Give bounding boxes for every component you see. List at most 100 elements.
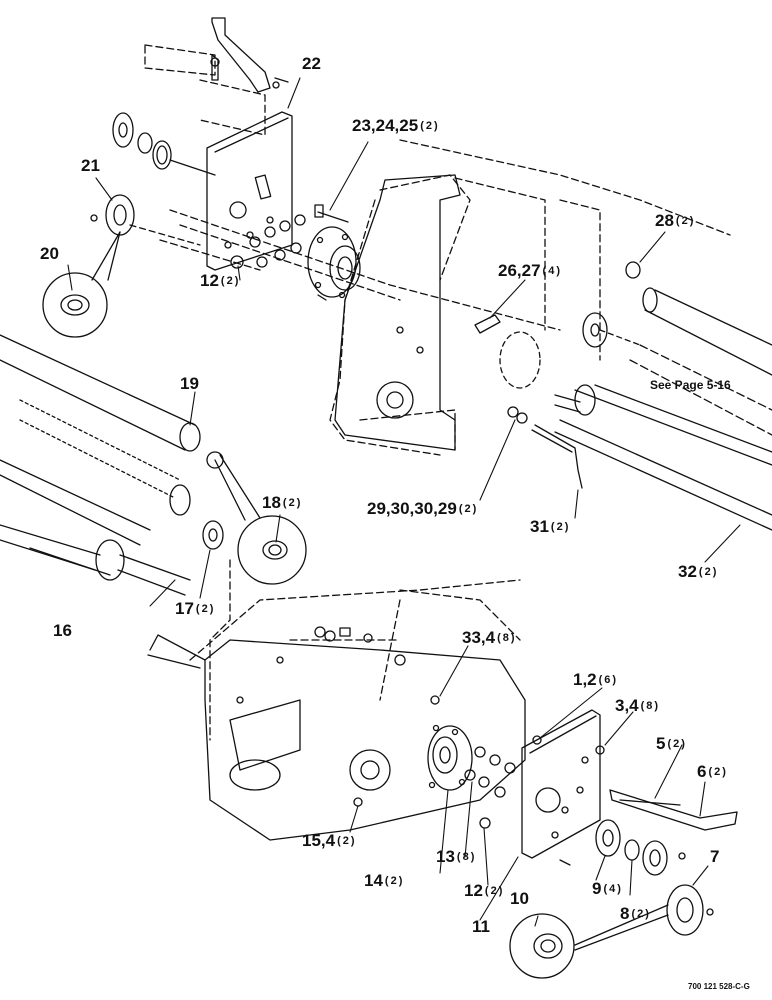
callout-16: 16 <box>53 622 74 640</box>
callout-22: 22 <box>302 55 323 73</box>
callout-number: 10 <box>510 889 529 908</box>
lower-rod-fasteners <box>314 626 373 643</box>
callout-6: 6(2) <box>697 763 728 781</box>
leader-21b <box>91 231 121 281</box>
bolt-1 <box>532 735 542 745</box>
callout-number: 23,24,25 <box>352 116 419 135</box>
callout-number: 5 <box>656 734 666 753</box>
callout-number: 31 <box>530 517 549 536</box>
leader-21 <box>107 231 121 281</box>
lower-bearing-flange <box>427 724 473 791</box>
callout-quantity: (2) <box>667 738 687 750</box>
upper-right-fasteners <box>474 261 641 389</box>
callout-number: 8 <box>620 904 630 923</box>
washer-17 <box>202 520 224 550</box>
callout-number: 18 <box>262 493 281 512</box>
callout-quantity: (4) <box>542 265 562 277</box>
lower-frame-body <box>204 639 526 841</box>
callout-17: 17(2) <box>175 600 215 618</box>
callout-quantity: (2) <box>631 908 651 920</box>
lower-nuts <box>464 746 516 829</box>
lever-5-6 <box>609 789 738 831</box>
detail-circle-10 <box>509 904 669 979</box>
callout-number: 29,30,30,29 <box>367 499 457 518</box>
callout-7: 7 <box>710 848 721 866</box>
callout-26-27: 26,27(4) <box>498 262 562 280</box>
callout-number: 26,27 <box>498 261 541 280</box>
washer-29 <box>507 406 519 418</box>
callout-32: 32(2) <box>678 563 718 581</box>
callout-1-2: 1,2(6) <box>573 671 618 689</box>
upper-right-roller <box>599 287 772 436</box>
callout-19: 19 <box>180 375 201 393</box>
callout-33-4: 33,4(8) <box>462 629 517 647</box>
rod-31 <box>531 424 583 489</box>
callout-quantity: (8) <box>456 851 477 863</box>
callout-number: 1,2 <box>573 670 597 689</box>
bolt-33 <box>430 695 440 705</box>
callout-number: 14 <box>364 871 383 890</box>
callout-15-4: 15,4(2) <box>302 832 357 850</box>
callout-quantity: (2) <box>675 215 696 227</box>
callout-number: 13 <box>436 847 455 866</box>
bolt-3 <box>595 745 605 755</box>
lower-flange-bearings <box>559 819 686 876</box>
leader-lines <box>67 77 741 927</box>
callout-quantity: (2) <box>484 885 505 897</box>
callout-10: 10 <box>510 890 531 908</box>
long-roller-32 <box>554 384 772 531</box>
fluted-roller-16 <box>0 399 191 596</box>
detail-circle-20 <box>42 272 108 338</box>
callout-number: 12 <box>200 271 219 290</box>
washer-30 <box>516 412 528 424</box>
callout-quantity: (2) <box>458 503 479 515</box>
callout-13: 13(8) <box>436 848 476 866</box>
callout-12-upper: 12(2) <box>200 272 240 290</box>
callout-number: 21 <box>81 156 100 175</box>
callout-number: 6 <box>697 762 707 781</box>
callout-18: 18(2) <box>262 494 302 512</box>
upper-frame <box>144 44 731 456</box>
callout-9: 9(4) <box>592 880 623 898</box>
callout-number: 11 <box>472 917 490 936</box>
callout-quantity: (2) <box>384 875 405 887</box>
callout-number: 3,4 <box>615 696 639 715</box>
callout-number: 9 <box>592 879 602 898</box>
detail-circle-18 <box>214 454 307 585</box>
callout-number: 32 <box>678 562 697 581</box>
upper-flange-bearings <box>90 112 216 246</box>
callout-number: 33,4 <box>462 628 496 647</box>
upper-side-plate <box>206 111 293 271</box>
callout-31: 31(2) <box>530 518 570 536</box>
upper-bearing-flange <box>307 226 361 301</box>
callout-11: 11 <box>472 918 492 936</box>
callout-5: 5(2) <box>656 735 687 753</box>
callout-quantity: (2) <box>220 275 241 287</box>
callout-quantity: (2) <box>282 497 303 509</box>
callout-number: 17 <box>175 599 194 618</box>
callout-20: 20 <box>40 245 61 263</box>
callout-quantity: (2) <box>420 120 440 132</box>
bolt-15 <box>353 797 363 807</box>
upper-frame-side-plate <box>334 174 461 451</box>
upper-lever-bracket <box>210 17 289 93</box>
callout-quantity: (2) <box>337 835 357 847</box>
lower-bearing-7 <box>666 884 714 936</box>
callout-12-lower: 12(2) <box>464 882 504 900</box>
callout-3-4: 3,4(8) <box>615 697 660 715</box>
lower-rod <box>147 634 206 669</box>
callout-quantity: (6) <box>598 674 619 686</box>
callout-quantity: (2) <box>550 521 571 533</box>
callout-21: 21 <box>81 157 102 175</box>
callout-14: 14(2) <box>364 872 404 890</box>
drawing-code: 700 121 528-C-G <box>688 982 750 991</box>
callout-number: 12 <box>464 881 483 900</box>
callout-29-30-30-29: 29,30,30,29(2) <box>367 500 478 518</box>
callout-number: 19 <box>180 374 199 393</box>
callout-number: 28 <box>655 211 674 230</box>
callout-number: 22 <box>302 54 321 73</box>
callout-quantity: (2) <box>708 766 728 778</box>
callout-quantity: (2) <box>698 566 719 578</box>
callout-number: 20 <box>40 244 59 263</box>
